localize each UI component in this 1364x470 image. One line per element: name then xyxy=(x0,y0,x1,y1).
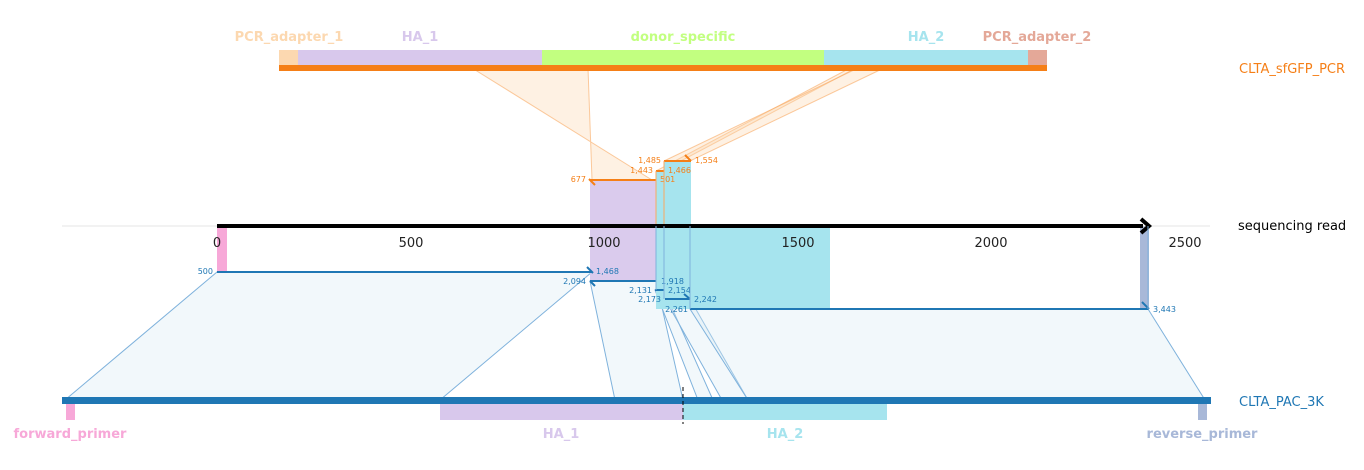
feature-label-donor-specific: donor_specific xyxy=(631,30,736,45)
axis-tick-1500: 1500 xyxy=(781,236,814,251)
forward-primer-shading xyxy=(217,226,227,272)
ha2-shading-top xyxy=(664,161,691,226)
axis-tick-0: 0 xyxy=(213,236,221,251)
ha2-shading-mid xyxy=(656,171,664,226)
reverse-primer-shading xyxy=(1140,226,1149,309)
read-axis: 0 500 1000 1500 2000 2500 sequencing rea… xyxy=(62,217,1346,251)
bottom-alignment-end-3: 2,154 xyxy=(668,286,691,295)
feature-bar-pcr-adapter-1 xyxy=(279,50,298,65)
axis-tick-2000: 2000 xyxy=(974,236,1007,251)
ha1-shading-bottom xyxy=(590,226,656,281)
bottom-alignment-end-1: 1,468 xyxy=(596,267,619,276)
bottom-alignment-tick-4 xyxy=(683,293,691,300)
bottom-alignment-start-5: 2,261 xyxy=(665,305,688,314)
axis-tick-2500: 2500 xyxy=(1168,236,1201,251)
feature-label-bottom-ha-1: HA_1 xyxy=(543,427,580,442)
top-alignment-end-2: 1,466 xyxy=(668,166,691,175)
bottom-connection-1 xyxy=(63,271,594,401)
feature-bar-forward-primer xyxy=(66,404,75,420)
feature-bar-ha-2 xyxy=(824,50,1028,65)
bottom-alignment-start-1: 500 xyxy=(198,267,213,276)
top-reference: PCR_adapter_1 HA_1 donor_specific HA_2 P… xyxy=(235,30,1345,77)
bottom-alignment-start-4: 2,173 xyxy=(638,295,661,304)
bottom-alignment-start-2: 2,094 xyxy=(563,277,586,286)
bottom-alignments: 500 1,468 2,094 1,918 2,131 2,154 2,173 … xyxy=(198,226,1176,314)
read-feature-shading xyxy=(217,161,1149,309)
top-alignment-start-2: 1,443 xyxy=(630,166,653,175)
feature-label-pcr-adapter-1: PCR_adapter_1 xyxy=(235,30,344,45)
bottom-alignment-end-2: 1,918 xyxy=(661,277,684,286)
read-arrowhead xyxy=(1139,217,1153,235)
axis-tick-500: 500 xyxy=(399,236,424,251)
top-reference-bar xyxy=(279,65,1047,71)
feature-bar-donor-specific xyxy=(542,50,824,65)
top-connection-3 xyxy=(663,67,885,162)
top-alignments: 677 501 1,443 1,466 1,485 1,554 xyxy=(571,154,718,226)
top-alignment-end-3: 1,554 xyxy=(695,156,718,165)
top-connection-1 xyxy=(470,67,654,181)
feature-bar-bottom-ha-1 xyxy=(440,404,683,420)
feature-bar-ha-1 xyxy=(298,50,542,65)
top-alignment-end-1: 501 xyxy=(660,175,675,184)
feature-label-bottom-ha-2: HA_2 xyxy=(767,427,804,442)
bottom-connection-5 xyxy=(689,308,1206,401)
axis-tick-1000: 1000 xyxy=(587,236,620,251)
bottom-alignment-start-3: 2,131 xyxy=(629,286,652,295)
feature-label-ha-2: HA_2 xyxy=(908,30,945,45)
bottom-alignment-tick-2 xyxy=(589,280,596,287)
bottom-reference-name: CLTA_PAC_3K xyxy=(1239,395,1324,410)
bottom-reference-bar xyxy=(62,397,1211,404)
bottom-alignment-end-4: 2,242 xyxy=(694,295,717,304)
top-alignment-tick-1 xyxy=(588,178,596,186)
bottom-alignment-tick-1a xyxy=(586,266,594,274)
bottom-alignment-end-5: 3,443 xyxy=(1153,305,1176,314)
feature-label-reverse-primer: reverse_primer xyxy=(1147,427,1259,442)
top-alignment-tick-3 xyxy=(684,154,692,162)
ha1-shading-top xyxy=(590,180,656,226)
feature-bar-reverse-primer xyxy=(1198,404,1207,420)
read-name: sequencing read xyxy=(1238,219,1346,234)
feature-bar-pcr-adapter-2 xyxy=(1028,50,1047,65)
top-reference-name: CLTA_sfGFP_PCR xyxy=(1239,62,1345,77)
feature-label-pcr-adapter-2: PCR_adapter_2 xyxy=(983,30,1092,45)
feature-label-ha-1: HA_1 xyxy=(402,30,439,45)
feature-bar-bottom-ha-2 xyxy=(683,404,887,420)
bottom-reference: forward_primer HA_1 HA_2 reverse_primer … xyxy=(14,387,1324,442)
top-alignment-start-1: 677 xyxy=(571,175,586,184)
feature-label-forward-primer: forward_primer xyxy=(14,427,128,442)
top-alignment-start-3: 1,485 xyxy=(638,156,661,165)
